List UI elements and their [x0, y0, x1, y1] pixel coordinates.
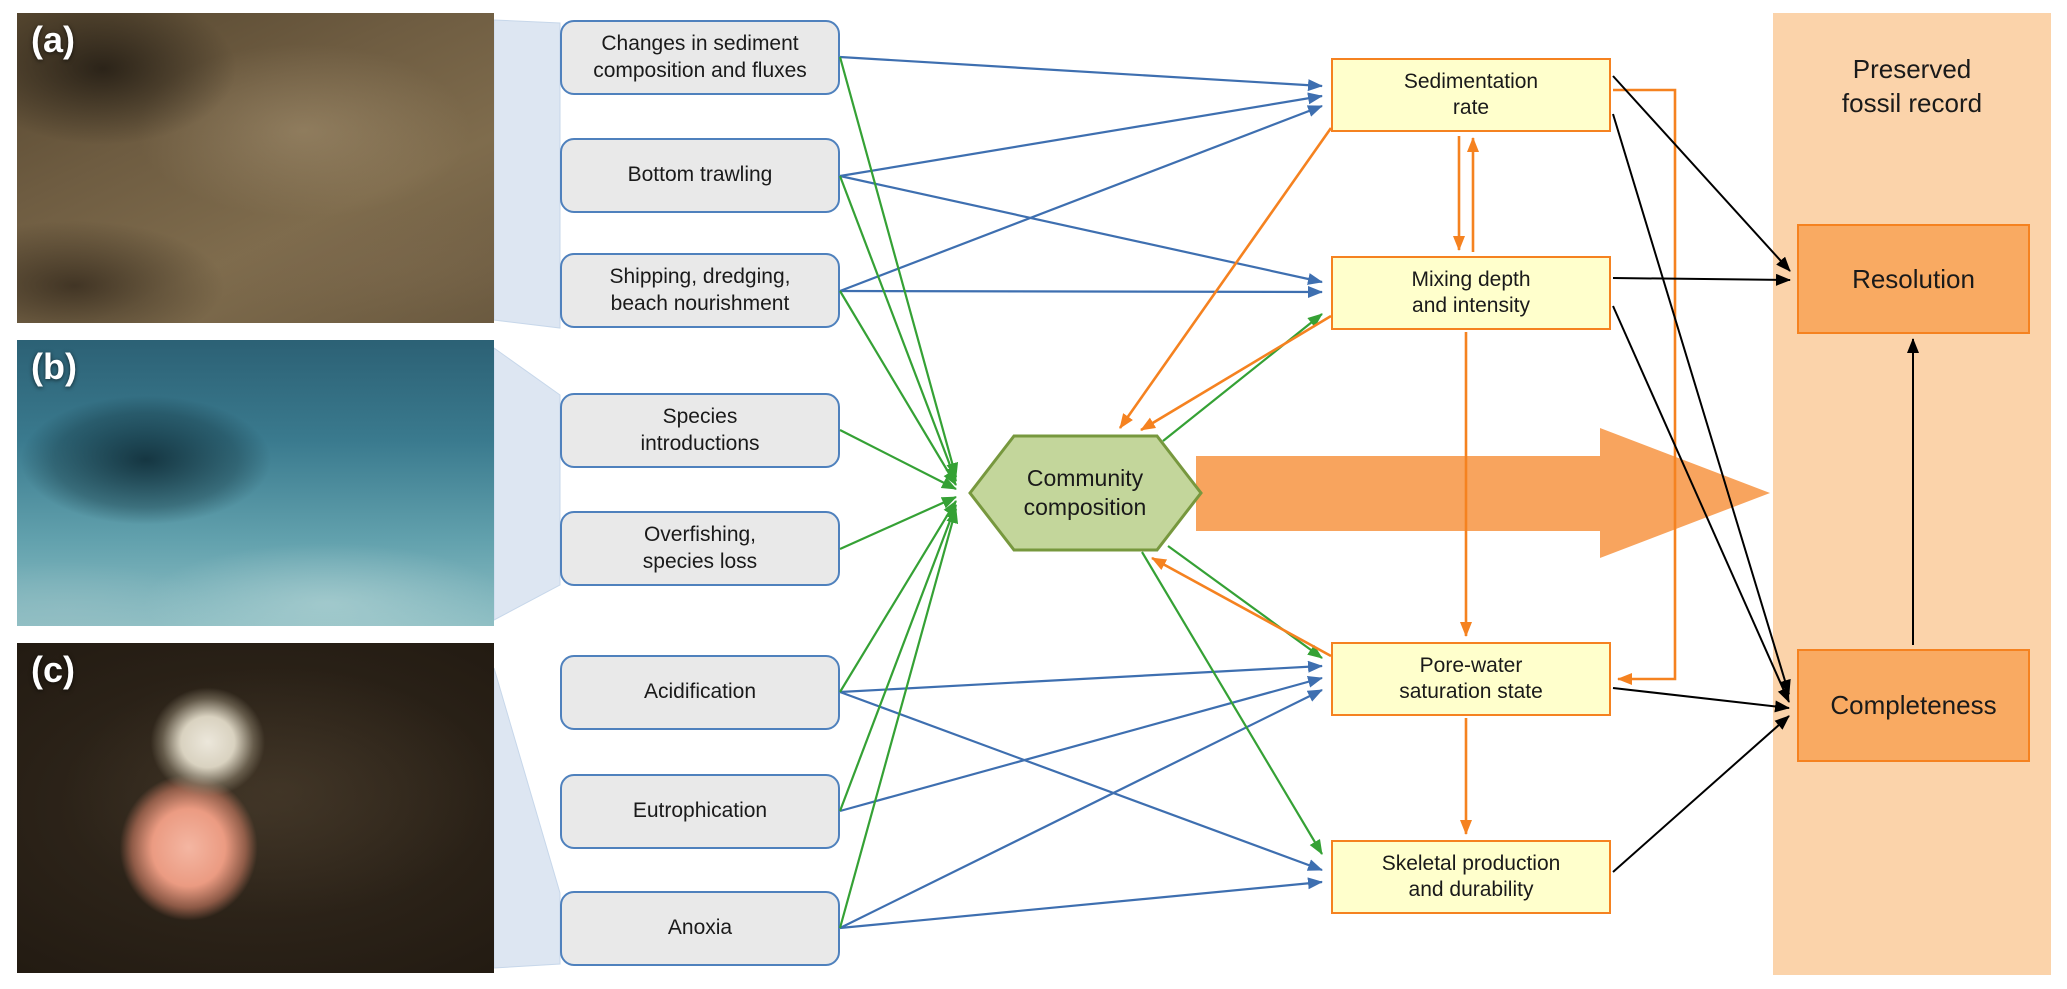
arrow-species-introductions-to-community — [839, 429, 957, 490]
arrow-sedimentation-to-community — [1118, 127, 1333, 429]
arrow-anoxia-to-skeletal — [839, 877, 1323, 930]
preserved-fossil-record-panel: Preserved fossil record Resolution Compl… — [1773, 13, 2051, 975]
arrow-sediment-changes-to-community — [838, 56, 959, 478]
driver-anoxia: Anoxia — [560, 891, 840, 966]
arrow-anoxia-to-community — [838, 508, 959, 929]
arrow-eutrophication-to-community — [838, 504, 958, 812]
arrow-shipping-to-community — [839, 290, 957, 486]
arrow-community-to-mixing-depth — [1162, 313, 1323, 442]
arrow-overfishing-to-community — [839, 495, 957, 551]
arrow-sedimentation-to-pore-water-routed — [1613, 88, 1677, 685]
arrow-mixing-to-resolution — [1612, 273, 1791, 286]
arrow-acidification-to-community — [839, 500, 957, 693]
driver-acidification: Acidification — [560, 655, 840, 730]
arrow-eutrophication-to-pore-water — [839, 675, 1323, 813]
completeness-box: Completeness — [1797, 649, 2030, 762]
arrow-sedimentation-to-completeness — [1612, 113, 1791, 695]
photo-b-label: (b) — [31, 346, 77, 387]
arrow-shipping-to-sedimentation-rate — [839, 104, 1323, 293]
arrow-sedimentation-to-resolution — [1612, 75, 1791, 272]
process-pore-water: Pore-water saturation state — [1331, 642, 1611, 716]
photo-c-label: (c) — [31, 649, 75, 690]
fan-photo-c — [493, 667, 561, 969]
driver-eutrophication: Eutrophication — [560, 774, 840, 849]
orange-arrows — [1118, 88, 1677, 835]
panel-title: Preserved fossil record — [1841, 54, 1983, 118]
process-skeletal-production: Skeletal production and durability — [1331, 840, 1611, 914]
driver-bottom-trawling: Bottom trawling — [560, 138, 840, 213]
community-composition-label: Community composition — [1023, 465, 1147, 520]
photo-trawling-plume: (b) — [17, 340, 494, 626]
arrow-trawling-to-community — [838, 175, 958, 482]
arrow-trawling-to-mixing-depth — [839, 174, 1323, 285]
arrow-shipping-to-mixing-depth — [839, 285, 1323, 298]
photo-a-label: (a) — [31, 19, 75, 60]
arrow-anoxia-to-pore-water — [839, 689, 1323, 929]
process-sedimentation-rate: Sedimentation rate — [1331, 58, 1611, 132]
driver-changes-sediment: Changes in sediment composition and flux… — [560, 20, 840, 95]
photo-seafloor-sediment: (a) — [17, 13, 494, 323]
arrow-acidification-to-pore-water — [839, 660, 1323, 694]
driver-label: Shipping, dredging, beach nourishment — [609, 265, 791, 315]
arrow-mixing-to-completeness — [1612, 305, 1790, 703]
driver-label: Changes in sediment composition and flux… — [593, 32, 807, 82]
fan-photo-a — [493, 19, 561, 329]
completeness-label: Completeness — [1830, 690, 1997, 720]
process-label: Pore-water saturation state — [1399, 653, 1543, 703]
arrow-trawling-to-sedimentation-rate — [839, 92, 1323, 178]
arrow-skeletal-to-completeness — [1612, 715, 1790, 873]
arrow-pore-water-to-community — [1151, 556, 1332, 658]
resolution-box: Resolution — [1797, 224, 2030, 334]
arrow-community-to-pore-water — [1167, 545, 1323, 659]
photo-benthic-organism: (c) — [17, 643, 494, 973]
arrow-acidification-to-skeletal — [839, 690, 1323, 872]
resolution-label: Resolution — [1852, 263, 1975, 294]
driver-species-introductions: Species introductions — [560, 393, 840, 468]
arrow-mixing-to-community — [1140, 314, 1332, 432]
arrow-community-to-skeletal — [1141, 551, 1323, 855]
driver-shipping-dredging: Shipping, dredging, beach nourishment — [560, 253, 840, 328]
driver-label: Bottom trawling — [627, 163, 773, 187]
process-label: Mixing depth and intensity — [1411, 267, 1531, 317]
arrow-sediment-changes-to-sedimentation-rate — [839, 55, 1323, 92]
process-label: Skeletal production and durability — [1381, 851, 1561, 901]
process-mixing-depth: Mixing depth and intensity — [1331, 256, 1611, 330]
process-label: Sedimentation rate — [1403, 69, 1539, 119]
driver-label: Species introductions — [640, 405, 760, 455]
arrow-pore-water-to-completeness — [1612, 687, 1790, 713]
driver-label: Acidification — [643, 680, 757, 704]
driver-label: Overfishing, species loss — [642, 523, 758, 573]
driver-label: Eutrophication — [632, 799, 768, 823]
driver-overfishing: Overfishing, species loss — [560, 511, 840, 586]
fan-photo-b — [493, 347, 561, 621]
driver-label: Anoxia — [667, 916, 733, 940]
block-arrow-community-to-record — [1196, 428, 1770, 558]
